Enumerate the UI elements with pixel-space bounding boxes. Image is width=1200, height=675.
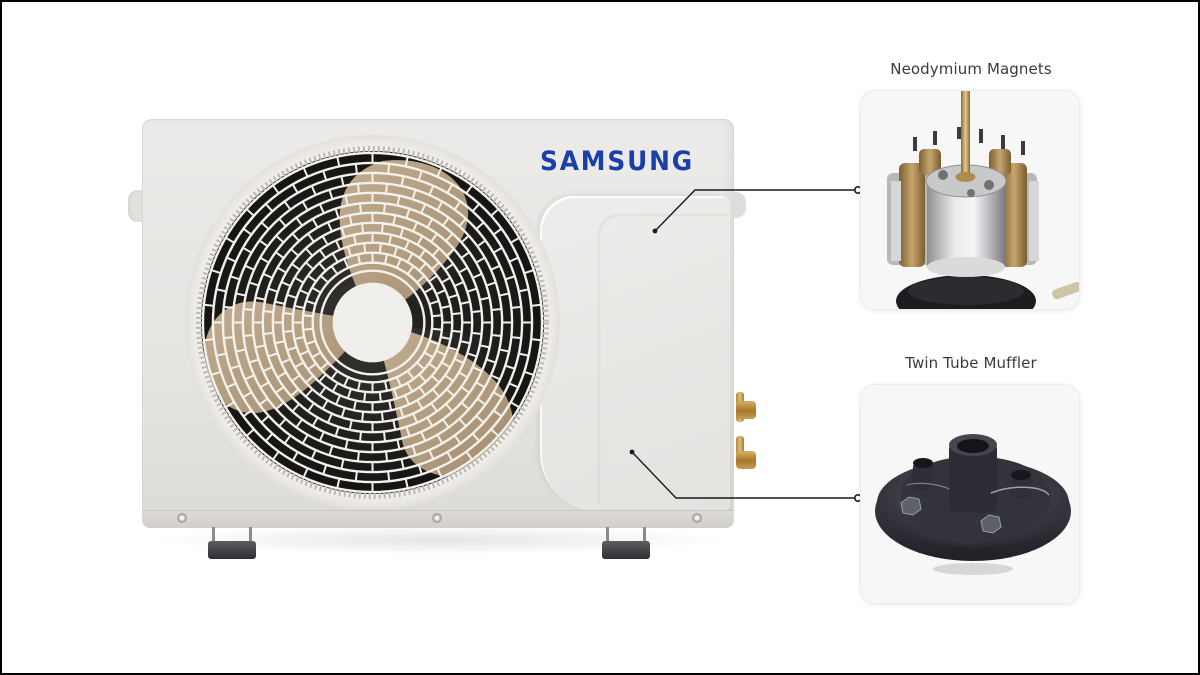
brand-logo: SAMSUNG [540, 146, 694, 177]
refrigerant-valve-lower [736, 451, 756, 469]
muffler-part-image-icon [861, 385, 1079, 603]
refrigerant-valve-upper [736, 401, 756, 419]
mounting-foot-left [208, 527, 256, 561]
mounting-foot-right [602, 527, 650, 561]
feature-card-twin-tube-muffler [861, 385, 1079, 603]
feature-title-neodymium-magnets: Neodymium Magnets [890, 60, 1052, 78]
feature-title-twin-tube-muffler: Twin Tube Muffler [905, 354, 1037, 372]
screw [178, 514, 186, 522]
screw [433, 514, 441, 522]
motor-rotor-image-icon [861, 91, 1079, 309]
unit-service-panel-inset [598, 214, 728, 504]
fan-guard-icon [195, 145, 550, 500]
screw [693, 514, 701, 522]
feature-card-neodymium-magnets [861, 91, 1079, 309]
